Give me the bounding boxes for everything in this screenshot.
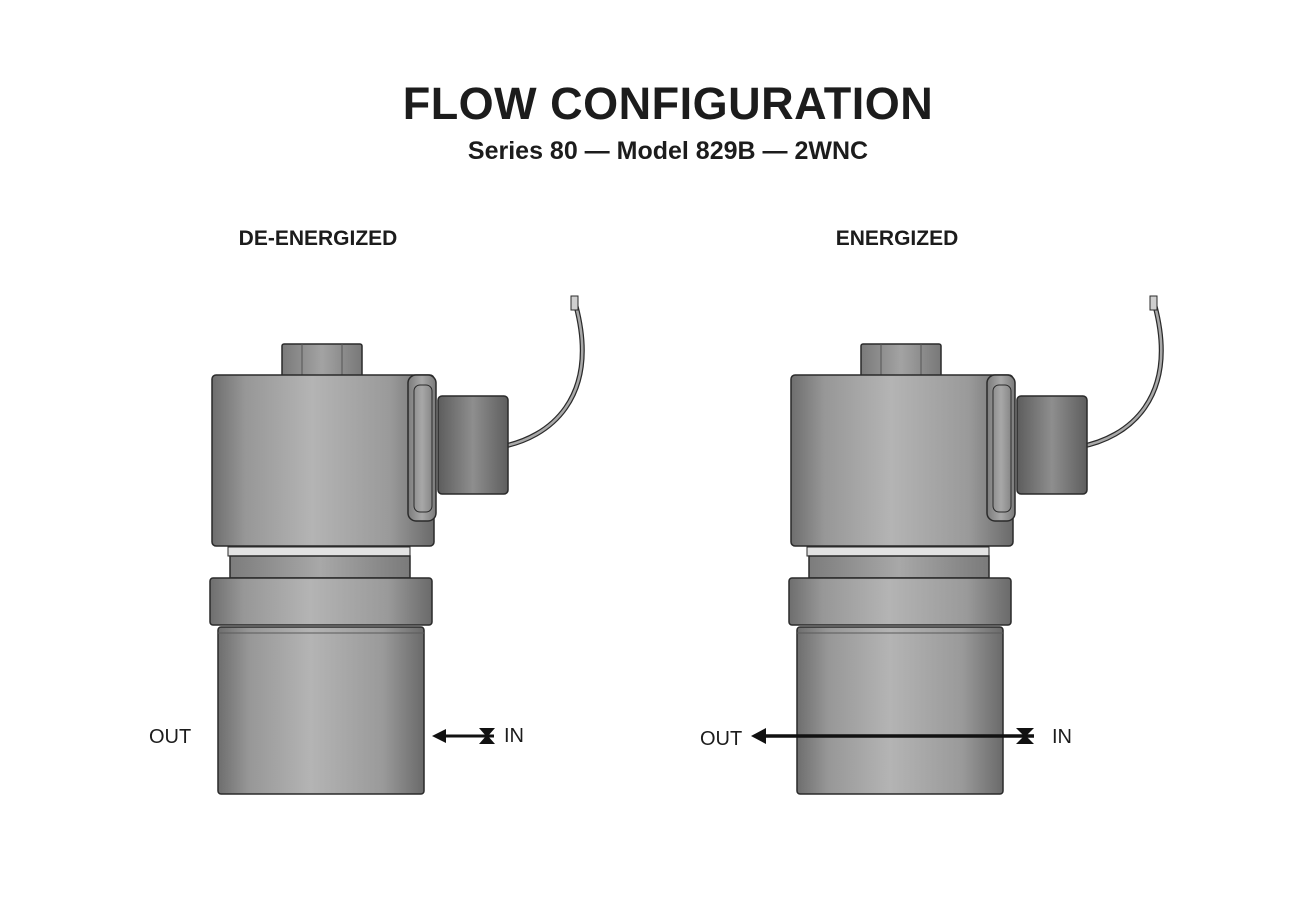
in-port-label-left: IN xyxy=(504,725,524,747)
page-subtitle: Series 80 — Model 829B — 2WNC xyxy=(467,137,869,165)
open-flow-arrow xyxy=(751,728,1034,744)
page-title: FLOW CONFIGURATION xyxy=(402,78,934,129)
valve-de-energized xyxy=(210,296,582,794)
energized-heading: ENERGIZED xyxy=(835,227,959,250)
out-port-label-right: OUT xyxy=(700,728,743,750)
de-energized-heading: DE-ENERGIZED xyxy=(238,227,398,250)
blocked-flow-arrow xyxy=(432,728,495,744)
in-port-label-right: IN xyxy=(1052,726,1072,748)
valve-energized xyxy=(789,296,1161,794)
out-port-label-left: OUT xyxy=(149,726,192,748)
